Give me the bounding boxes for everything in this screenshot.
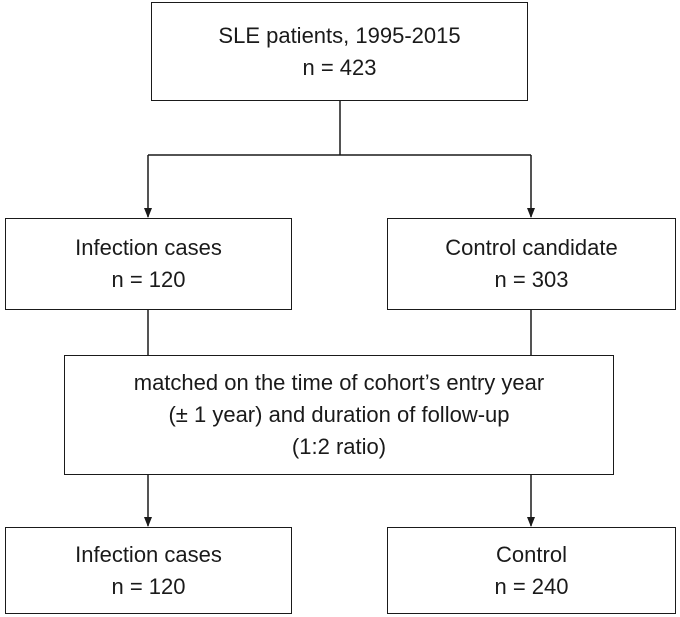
infection-cases-count: n = 120 — [111, 267, 186, 292]
infection-cases-box: Infection cases n = 120 — [5, 218, 292, 310]
sle-patients-count: n = 423 — [302, 54, 377, 80]
control-candidate-box: Control candidate n = 303 — [387, 218, 676, 310]
infection-cases-title: Infection cases — [75, 235, 222, 260]
matched-control-title: Control — [496, 541, 567, 567]
sle-patients-box: SLE patients, 1995-2015 n = 423 — [151, 2, 528, 101]
matched-infection-cases-count: n = 120 — [111, 573, 186, 599]
matched-infection-cases-title: Infection cases — [75, 541, 222, 567]
matched-control-box: Control n = 240 — [387, 527, 676, 614]
matched-control-count: n = 240 — [494, 573, 569, 599]
matching-criteria-line-2: (± 1 year) and duration of follow-up — [168, 402, 510, 427]
matching-criteria-box: matched on the time of cohort’s entry ye… — [64, 355, 614, 475]
matching-criteria-line-3: (1:2 ratio) — [291, 434, 387, 459]
control-candidate-count: n = 303 — [494, 267, 569, 292]
matching-criteria-line-1: matched on the time of cohort’s entry ye… — [133, 370, 545, 395]
matched-infection-cases-box: Infection cases n = 120 — [5, 527, 292, 614]
control-candidate-title: Control candidate — [445, 235, 618, 260]
sle-patients-title: SLE patients, 1995-2015 — [218, 22, 461, 48]
